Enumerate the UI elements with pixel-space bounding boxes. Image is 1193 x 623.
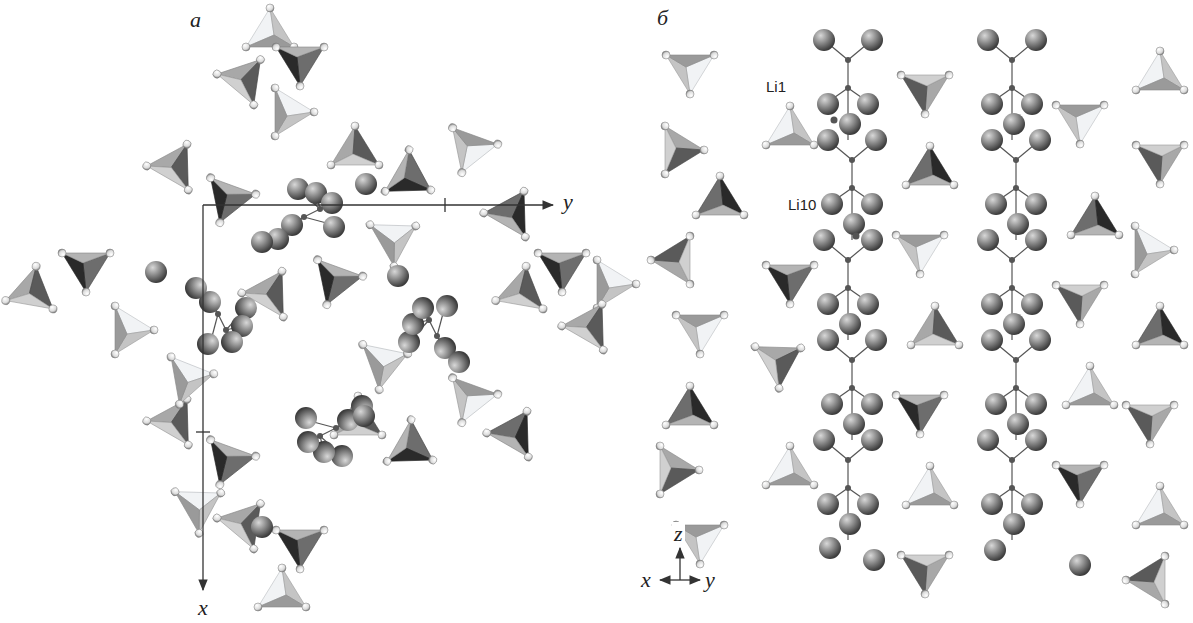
- li-clusters-a: [145, 173, 470, 538]
- axis-label: x: [639, 568, 653, 592]
- tetrahedra-b: [647, 47, 1188, 608]
- panel-label: а: [188, 8, 203, 32]
- atom-label: Li10: [786, 196, 818, 213]
- axis-label: y: [703, 568, 717, 592]
- tetrahedra-a: [1, 4, 640, 611]
- axis-label: z: [672, 522, 685, 546]
- axes-a: [196, 198, 553, 590]
- li-chains-b: [813, 29, 1091, 576]
- axes-b: [660, 548, 700, 580]
- axis-label: y: [561, 190, 575, 214]
- axis-label: x: [196, 596, 210, 620]
- atom-label: Li1: [764, 78, 788, 95]
- panel-label: б: [655, 6, 670, 30]
